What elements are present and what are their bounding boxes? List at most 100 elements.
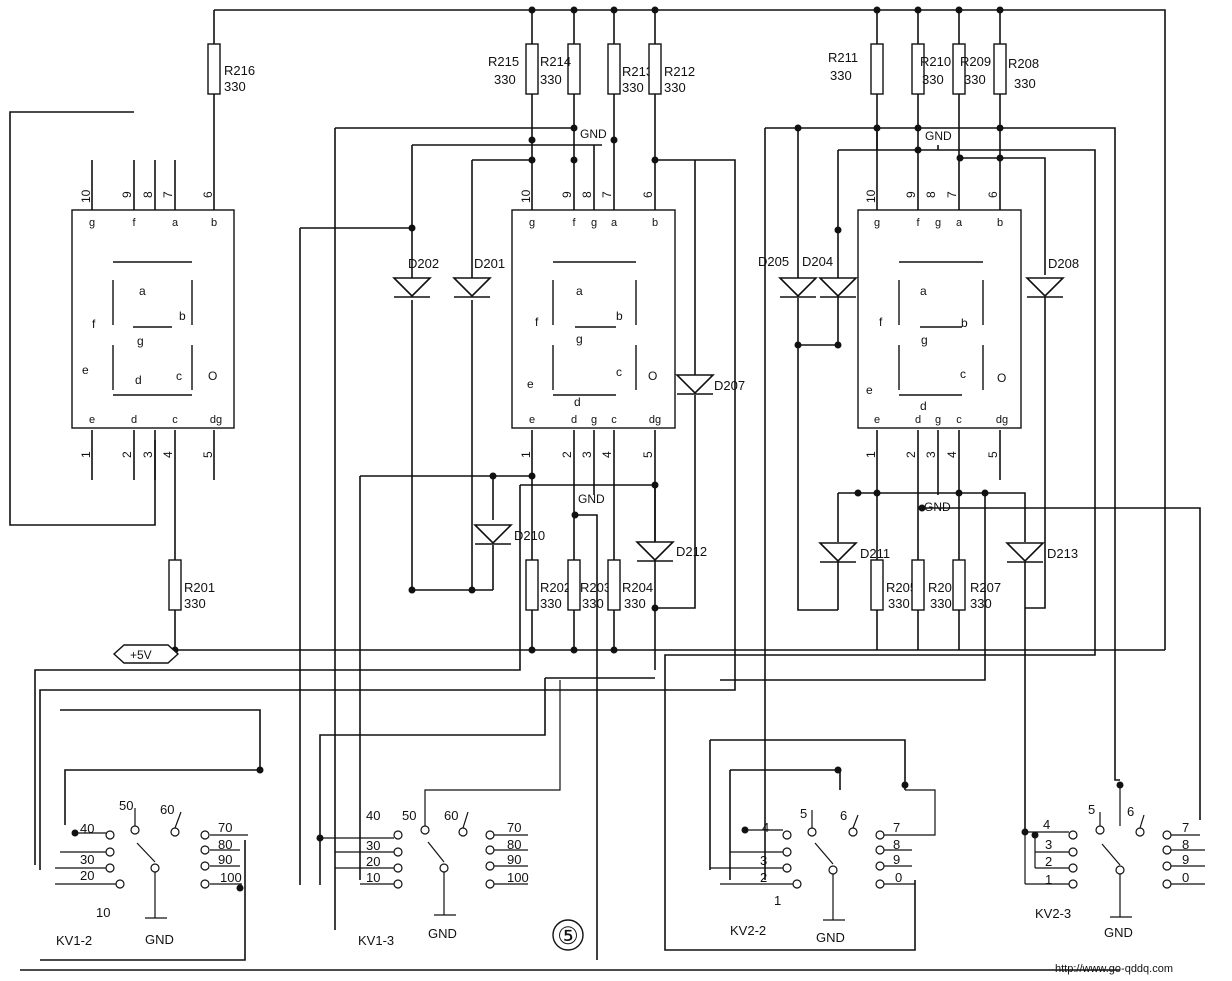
pin-number: 3 [580,451,594,458]
segment-label: g [921,333,928,347]
component-label: 30 [366,838,380,853]
component-label: GND [428,926,457,941]
gnd-label: GND [924,500,951,514]
pin-number: 1 [79,451,93,458]
display-1: g f a b a b c d e f g O e d c dg 10 9 8 … [71,189,235,458]
component-label: R202 [540,580,571,595]
component-label: 6 [1127,804,1134,819]
diode-d201: D201 [452,256,505,298]
component-label: GND [816,930,845,945]
component-label: 50 [119,798,133,813]
resistor-r202: R202 330 [525,559,571,611]
segment-label: e [527,377,534,391]
component-label: 4 [1043,817,1050,832]
component-label: R203 [580,580,611,595]
component-label: 7 [893,820,900,835]
component-label: GND [1104,925,1133,940]
component-label: 330 [970,596,992,611]
component-label: 2 [1045,854,1052,869]
pin-label: a [611,217,618,229]
component-label: 330 [622,80,644,95]
segment-label: c [176,369,182,383]
resistor-r213: R213 330 [607,43,653,95]
segment-label: a [576,284,583,298]
pin-number: 10 [519,189,533,203]
segment-label: g [137,334,144,348]
component-label: D211 [860,546,890,561]
component-label: R208 [1008,56,1039,71]
pin-label: dg [996,414,1008,426]
pin-number: 6 [986,191,1000,198]
component-label: 330 [930,596,952,611]
pin-label: c [611,414,617,426]
pin-label: c [956,414,962,426]
segment-label: a [139,284,146,298]
component-label: R201 [184,580,215,595]
segment-label: b [616,309,623,323]
component-label: 330 [540,72,562,87]
pin-label: f [132,217,136,229]
resistor-r210: R210 330 [911,43,951,95]
component-label: 5 [1088,802,1095,817]
junctions [71,6,1124,892]
diode-d213: D213 [1005,542,1078,563]
pin-label: c [172,414,178,426]
pin-label: dg [210,414,222,426]
component-label: R209 [960,54,991,69]
segment-label: O [648,369,657,383]
pin-label: d [915,414,921,426]
resistor-r206: R206 330 [911,559,959,611]
pin-label: g [89,217,95,229]
switch-label: KV1-3 [358,933,394,948]
component-label: 330 [184,596,206,611]
pin-number: 6 [641,191,655,198]
resistor-r212: R212 330 [648,43,695,95]
component-label: R205 [886,580,917,595]
segment-label: b [961,316,968,330]
diode-d205: D205 [758,254,818,298]
segment-label: c [960,367,966,381]
pin-label: e [874,414,880,426]
diode-d210: D210 [473,524,545,545]
component-label: 330 [494,72,516,87]
pin-label: b [211,217,217,229]
component-label: 70 [507,820,521,835]
pin-number: 10 [79,189,93,203]
component-label: R213 [622,64,653,79]
gnd-label: GND [580,127,607,141]
pin-number: 4 [945,451,959,458]
footer-url: http://www.go-qddq.com [1055,963,1173,975]
pin-number: 4 [600,451,614,458]
component-label: 20 [80,868,94,883]
pin-label: dg [649,414,661,426]
pin-label: g [935,217,941,229]
component-label: D205 [758,254,789,269]
segment-label: e [866,383,873,397]
segment-label: b [179,309,186,323]
component-label: 90 [218,852,232,867]
component-label: 80 [507,837,521,852]
segment-label: g [576,332,583,346]
segment-label: d [135,373,142,387]
component-label: 9 [1182,852,1189,867]
component-label: 0 [1182,870,1189,885]
component-label: 330 [624,596,646,611]
component-label: 6 [840,808,847,823]
resistor-r216: R216 330 [207,43,255,95]
component-label: 2 [760,870,767,885]
component-label: 3 [760,853,767,868]
pin-number: 5 [641,451,655,458]
component-label: 60 [444,808,458,823]
pin-number: 3 [924,451,938,458]
pin-number: 3 [141,451,155,458]
pin-label: g [874,217,880,229]
segment-label: f [879,315,883,329]
pin-number: 1 [519,451,533,458]
supply-tag [112,644,180,664]
pin-number: 4 [161,451,175,458]
gnd-label: GND [925,129,952,143]
diode-d207: D207 [675,374,745,395]
pin-number: 10 [864,189,878,203]
pin-number: 5 [201,451,215,458]
